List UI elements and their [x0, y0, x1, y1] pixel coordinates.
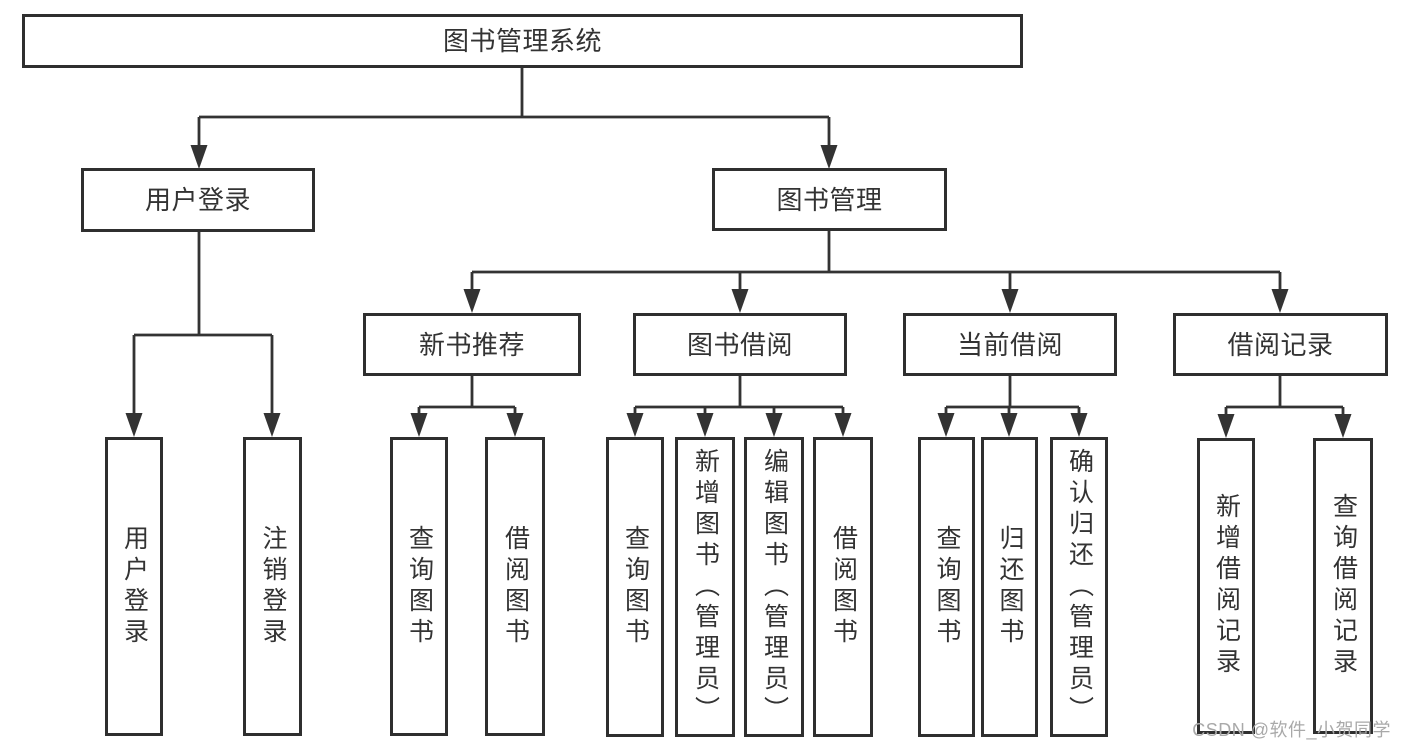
node-book-borrow: 图书借阅 — [633, 313, 847, 376]
node-label: 图书管理 — [776, 184, 883, 215]
node-cb-confirm-return-admin: 确认归还（管理员） — [1050, 437, 1108, 737]
node-label: 编辑图书（管理员） — [760, 447, 789, 727]
node-bb-query-books: 查询图书 — [606, 437, 664, 737]
node-logout: 注销登录 — [243, 437, 302, 736]
node-label: 注销登录 — [259, 524, 287, 649]
node-label: 查询图书 — [621, 525, 650, 649]
node-label: 查询图书 — [405, 524, 434, 649]
node-login: 用户登录 — [105, 437, 163, 736]
node-label: 借阅图书 — [829, 525, 858, 649]
node-label: 确认归还（管理员） — [1065, 447, 1094, 727]
node-label: 新增图书（管理员） — [691, 447, 720, 727]
node-user-login: 用户登录 — [81, 168, 315, 232]
node-bb-add-books-admin: 新增图书（管理员） — [675, 437, 735, 737]
node-br-query-record: 查询借阅记录 — [1313, 438, 1373, 734]
node-library-management-system: 图书管理系统 — [22, 14, 1023, 68]
node-label: 查询借阅记录 — [1329, 493, 1358, 679]
node-label: 用户登录 — [120, 524, 149, 649]
csdn-watermark: CSDN @软件_小贺同学 — [1192, 720, 1391, 740]
node-new-book-recommendation: 新书推荐 — [363, 313, 581, 376]
node-label: 归还图书 — [996, 525, 1024, 649]
node-bb-borrow-books: 借阅图书 — [813, 437, 873, 737]
node-label: 借阅记录 — [1227, 329, 1334, 360]
node-label: 当前借阅 — [956, 329, 1063, 360]
node-label: 图书借阅 — [686, 329, 793, 360]
node-label: 用户登录 — [144, 185, 251, 215]
node-nb-query-books: 查询图书 — [390, 437, 448, 736]
node-current-borrow: 当前借阅 — [903, 313, 1117, 376]
node-label: 图书管理系统 — [442, 26, 602, 56]
node-borrow-records: 借阅记录 — [1173, 313, 1388, 376]
node-label: 借阅图书 — [501, 524, 530, 649]
node-bb-edit-books-admin: 编辑图书（管理员） — [744, 437, 804, 737]
node-nb-borrow-books: 借阅图书 — [485, 437, 545, 736]
node-br-add-record: 新增借阅记录 — [1197, 438, 1255, 734]
node-book-management: 图书管理 — [712, 168, 947, 231]
node-cb-return-books: 归还图书 — [981, 437, 1038, 737]
node-label: 新书推荐 — [418, 329, 525, 360]
node-label: 新增借阅记录 — [1212, 493, 1241, 679]
node-label: 查询图书 — [933, 525, 961, 649]
node-cb-query-books: 查询图书 — [918, 437, 975, 737]
